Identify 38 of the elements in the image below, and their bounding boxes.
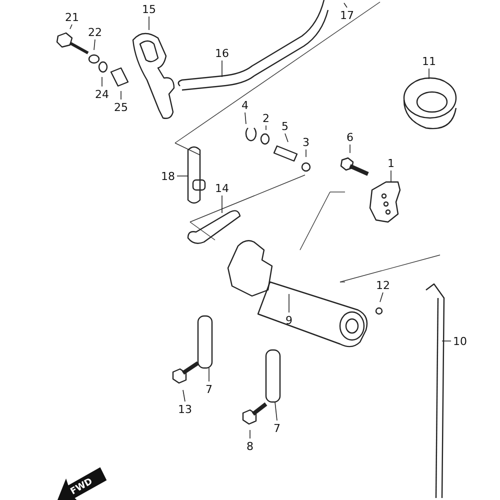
callout-number: 12: [374, 278, 392, 292]
callout-number: 5: [276, 120, 294, 132]
callout-number: 9: [280, 314, 298, 326]
callout-number: 24: [93, 88, 111, 100]
leader-line: [244, 112, 246, 124]
callout-number: 10: [451, 334, 469, 348]
callout-number: 13: [176, 402, 194, 416]
callout-number: 8: [241, 440, 259, 452]
leader-line: [148, 16, 150, 30]
callout-number: 7: [268, 422, 286, 434]
leader-line: [182, 390, 186, 402]
callout-number: 17: [338, 8, 356, 22]
leader-line: [390, 170, 392, 182]
callout-number: 14: [213, 182, 231, 194]
leader-line: [428, 68, 430, 80]
callout-number: 11: [420, 54, 438, 68]
callout-number: 15: [140, 2, 158, 16]
callout-number: 21: [63, 10, 81, 24]
leader-line: [442, 340, 452, 342]
leader-line: [288, 294, 290, 313]
leader-line: [274, 402, 278, 421]
callout-number: 18: [159, 170, 177, 182]
callout-number: 4: [236, 98, 254, 112]
callout-number: 7: [200, 382, 218, 396]
leader-line: [208, 368, 210, 382]
callout-number: 25: [112, 100, 130, 114]
callout-number: 2: [257, 112, 275, 124]
leader-line: [344, 2, 348, 8]
callout-number: 3: [297, 136, 315, 148]
leader-line: [120, 90, 122, 100]
leader-line: [284, 133, 288, 142]
callout-number: 1: [382, 156, 400, 170]
leader-line: [380, 292, 384, 302]
callout-number: 6: [341, 130, 359, 144]
callout-number: 22: [86, 26, 104, 38]
leader-line: [70, 24, 72, 30]
callout-number: 16: [213, 46, 231, 60]
leader-line: [94, 39, 96, 50]
